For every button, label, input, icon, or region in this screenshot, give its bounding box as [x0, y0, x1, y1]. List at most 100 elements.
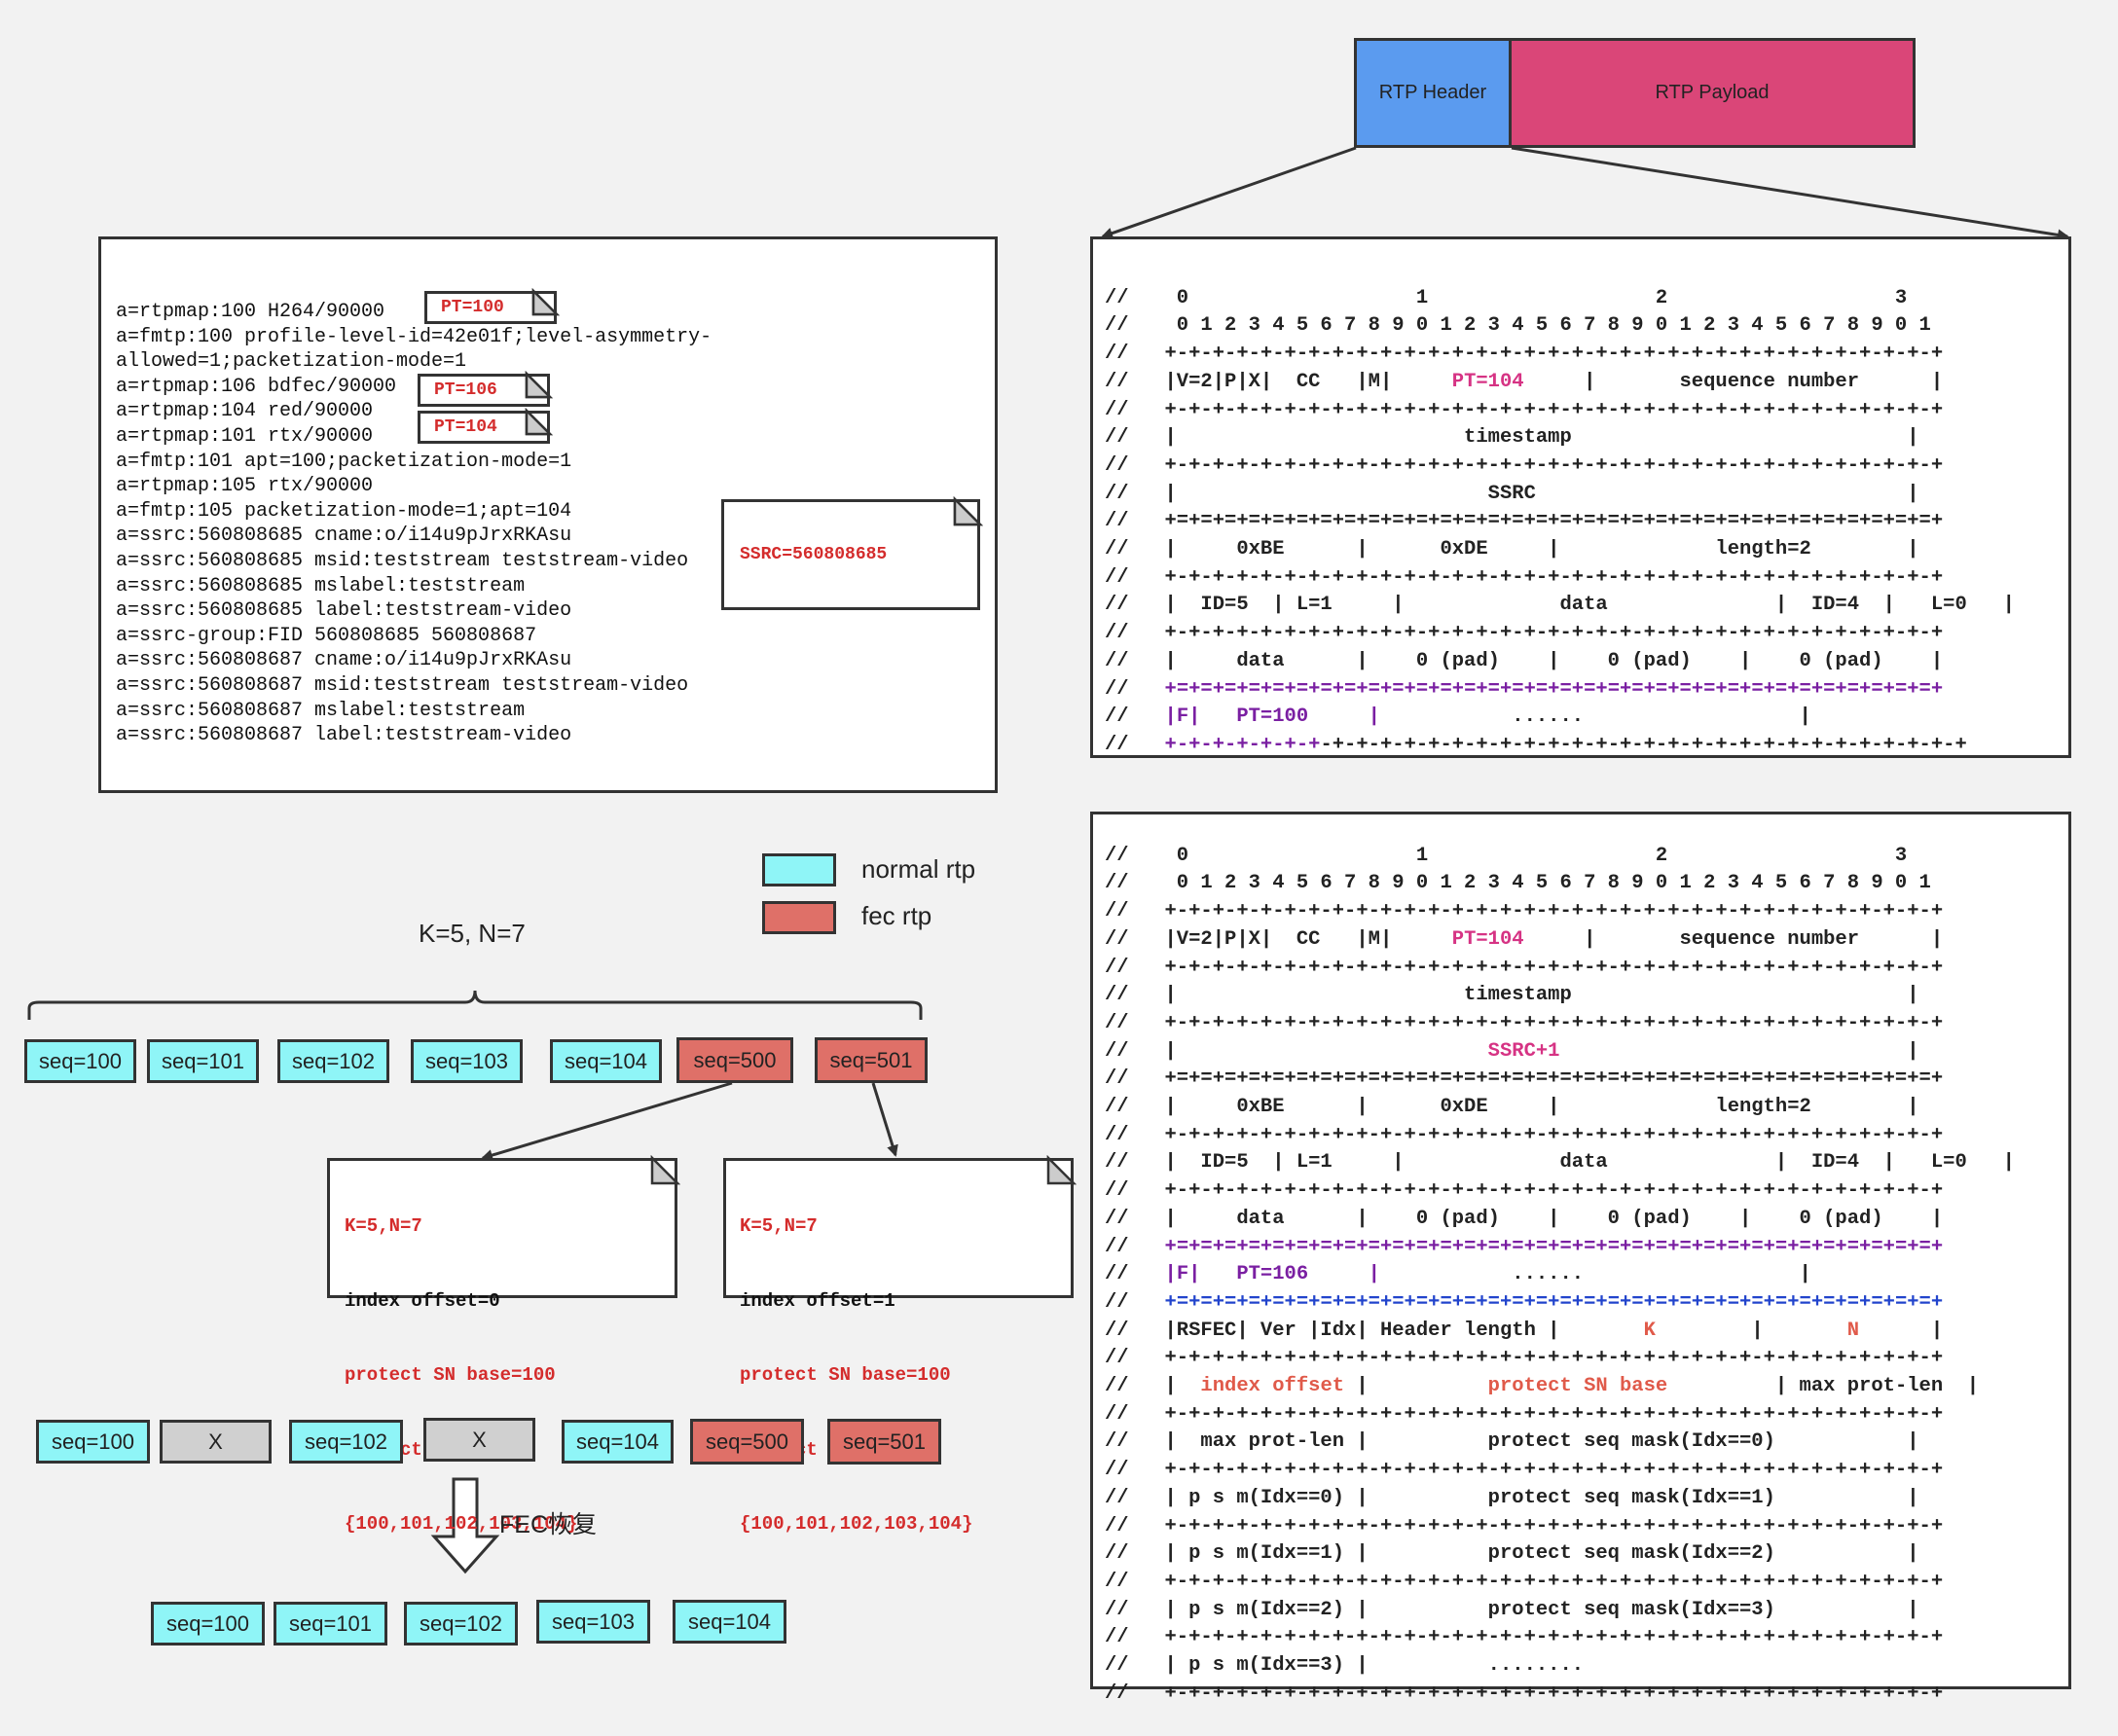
fec-note-2-offset: index offset=1 [740, 1289, 895, 1312]
sdp-line: a=ssrc:560808687 mslabel:teststream [116, 699, 526, 722]
sdp-line: allowed=1;packetization-mode=1 [116, 350, 467, 374]
ssrc-row-right: | [1535, 482, 1919, 505]
sep-line-end: // +-+-+-+-+-+-+-+-+-+-+-+-+-+-+-+-+-+-+… [1105, 1681, 2015, 1709]
timestamp-row: // | timestamp | [1105, 426, 1919, 450]
psm3-row: // | p s m(Idx==3) | ........ [1105, 1654, 1908, 1678]
io-row-right: | max prot-len | [1667, 1375, 1980, 1398]
sep-line: // +-+-+-+-+-+-+-+-+-+-+-+-+-+-+-+-+-+-+… [1105, 1123, 1944, 1146]
sdp-line: a=fmtp:100 profile-level-id=42e01f;level… [116, 325, 712, 348]
ext-bede-row: // | 0xBE | 0xDE | length=2 | [1105, 1096, 1919, 1119]
row2-seq-501: seq=501 [827, 1419, 941, 1465]
row1-seq-104: seq=104 [550, 1039, 662, 1083]
ssrc-field: SSRC [1487, 482, 1536, 505]
rsfec-row-mid: | [1655, 1319, 1847, 1342]
ssrc1-field: SSRC+1 [1487, 1039, 1560, 1063]
k-field: K [1643, 1319, 1656, 1342]
bit-ruler-ones: // 0 1 2 3 4 5 6 7 8 9 0 1 2 3 4 5 6 7 8… [1105, 872, 1931, 895]
bit-ruler-tens: // 0 1 2 3 [1105, 844, 1908, 867]
sdp-line: a=rtpmap:105 rtx/90000 [116, 475, 374, 498]
legend-normal-swatch [762, 853, 836, 886]
rsfec-row-left: // |RSFEC| Ver |Idx| Header length | [1105, 1319, 1644, 1342]
row2-seq-104: seq=104 [562, 1420, 674, 1464]
bit-ruler-tens: // 0 1 2 3 [1105, 286, 1908, 309]
ssrc-row-left: // | [1105, 1039, 1488, 1063]
sep-line: // +-+-+-+-+-+-+-+-+-+-+-+-+-+-+-+-+-+-+… [1105, 565, 1944, 589]
recover-arrow [430, 1477, 500, 1574]
io-row-mid: | [1344, 1375, 1488, 1398]
sep-line: // +-+-+-+-+-+-+-+-+-+-+-+-+-+-+-+-+-+-+… [1105, 1402, 1944, 1426]
f-prefix: // [1105, 1263, 1165, 1286]
legend-fec-swatch [762, 901, 836, 934]
ssrc-note: SSRC=560808685 [721, 499, 980, 610]
sep-eq-purple: // +=+=+=+=+=+=+=+=+=+=+=+=+=+=+=+=+=+=+… [1105, 676, 2015, 705]
sep-line: // +-+-+-+-+-+-+-+-+-+-+-+-+-+-+-+-+-+-+… [1105, 1514, 1944, 1537]
index-offset-row: // | index offset | protect SN base | ma… [1105, 1373, 2015, 1401]
header-left-arrow [1101, 146, 1357, 239]
sep-line: // +-+-+-+-+-+-+-+-+-+-+-+-+-+-+-+-+-+-+… [1105, 1682, 1944, 1705]
fec-note-1-seqs: {100,101,102,103,104} [345, 1513, 578, 1535]
protect-sn-base-field: protect SN base [1487, 1375, 1668, 1398]
ext-id-row: // | ID=5 | L=1 | data | ID=4 | L=0 | [1105, 594, 2015, 617]
row1-seq-103: seq=103 [411, 1039, 523, 1083]
f-pt106-field: |F| PT=106 | [1164, 1263, 1380, 1286]
sep-line: // +-+-+-+-+-+-+-+-+-+-+-+-+-+-+-+-+-+-+… [1105, 1570, 1944, 1593]
ext-bede-row: // | 0xBE | 0xDE | length=2 | [1105, 538, 1919, 561]
rtp-header-block: RTP Header [1354, 38, 1512, 148]
sep-line: // +-+-+-+-+-+-+-+-+-+-+-+-+-+-+-+-+-+-+… [1105, 1179, 1944, 1203]
ssrc1-row: // | SSRC+1 | [1105, 1038, 2015, 1067]
ext-data-row: // | data | 0 (pad) | 0 (pad) | 0 (pad) … [1105, 649, 1944, 672]
pt106-note-text: PT=106 [434, 380, 497, 400]
fec-note-1-kn: K=5,N=7 [345, 1215, 422, 1237]
row1-seq-501: seq=501 [815, 1037, 928, 1083]
sep-eq-line: // +=+=+=+=+=+=+=+=+=+=+=+=+=+=+=+=+=+=+… [1105, 1067, 1944, 1091]
seq501-arrow [871, 1082, 898, 1157]
vpx-row-left: // |V=2|P|X| CC |M| [1105, 370, 1452, 393]
sdp-line: a=rtpmap:106 bdfec/90000 [116, 375, 397, 398]
ext-data-row: // | data | 0 (pad) | 0 (pad) | 0 (pad) … [1105, 1207, 1944, 1230]
pt100-note-text: PT=100 [441, 298, 504, 317]
vpx-row: // |V=2|P|X| CC |M| PT=104 | sequence nu… [1105, 369, 2015, 397]
rtp-payload-block: RTP Payload [1509, 38, 1916, 148]
row3-seq-100: seq=100 [151, 1602, 265, 1646]
rtp-payload-label: RTP Payload [1655, 82, 1770, 103]
ssrc-note-text: SSRC=560808685 [740, 545, 888, 564]
io-row-left: // | [1105, 1375, 1201, 1398]
sdp-line: a=ssrc:560808685 cname:o/i14u9pJrxRKAsu [116, 524, 572, 548]
legend-fec-label: fec rtp [861, 901, 932, 930]
sep-line: // +-+-+-+-+-+-+-+-+-+-+-+-+-+-+-+-+-+-+… [1105, 343, 1944, 366]
sdp-line: a=ssrc:560808687 msid:teststream teststr… [116, 673, 689, 697]
sdp-line: a=ssrc:560808687 cname:o/i14u9pJrxRKAsu [116, 649, 572, 672]
row2-lost-1: X [160, 1420, 272, 1464]
row2-seq-102: seq=102 [289, 1420, 403, 1464]
group-brace [27, 990, 923, 1020]
fec-note-2-base: protect SN base=100 [740, 1364, 951, 1386]
vpx-row: // |V=2|P|X| CC |M| PT=104 | sequence nu… [1105, 926, 2015, 955]
sdp-line: a=ssrc:560808685 label:teststream-video [116, 599, 572, 623]
sdp-line: a=fmtp:101 apt=100;packetization-mode=1 [116, 450, 572, 473]
sep-line: // +-+-+-+-+-+-+-+-+-+-+-+-+-+-+-+-+-+-+… [1105, 453, 1944, 477]
red-header-panel [1090, 236, 2071, 758]
sdp-line: a=rtpmap:104 red/90000 [116, 400, 374, 423]
sep-eq-blue: // +=+=+=+=+=+=+=+=+=+=+=+=+=+=+=+=+=+=+… [1105, 1289, 2015, 1318]
sdp-line: a=fmtp:105 packetization-mode=1;apt=104 [116, 499, 572, 523]
sep-rest: -+-+-+-+-+-+-+-+-+-+-+-+-+-+-+-+-+-+-+-+… [1320, 733, 1967, 756]
vpx-row-right: | sequence number | [1523, 370, 1944, 393]
red-f-row: // |F| PT=100 | ...... | [1105, 704, 2015, 732]
row3-seq-104: seq=104 [673, 1600, 786, 1644]
row1-seq-100: seq=100 [24, 1039, 136, 1083]
f-pt100-field: |F| PT=100 | [1164, 705, 1380, 729]
ssrc-row-left: // | [1105, 482, 1488, 505]
index-offset-field: index offset [1200, 1375, 1345, 1398]
row1-seq-500: seq=500 [676, 1037, 793, 1083]
pt104-note-text: PT=104 [434, 417, 497, 437]
fec-note-2-kn: K=5,N=7 [740, 1215, 818, 1237]
sep-prefix: // [1105, 1290, 1165, 1314]
sep-prefix: // [1105, 1235, 1165, 1258]
fec-note-2-seqs: {100,101,102,103,104} [740, 1513, 973, 1535]
sdp-line: a=ssrc-group:FID 560808685 560808687 [116, 624, 537, 647]
row2-seq-100: seq=100 [36, 1420, 150, 1464]
fec-note-1 [327, 1158, 677, 1298]
psm0-row: // | p s m(Idx==0) | protect seq mask(Id… [1105, 1486, 1919, 1509]
max-prot-len-row: // | max prot-len | protect seq mask(Idx… [1105, 1430, 1919, 1454]
